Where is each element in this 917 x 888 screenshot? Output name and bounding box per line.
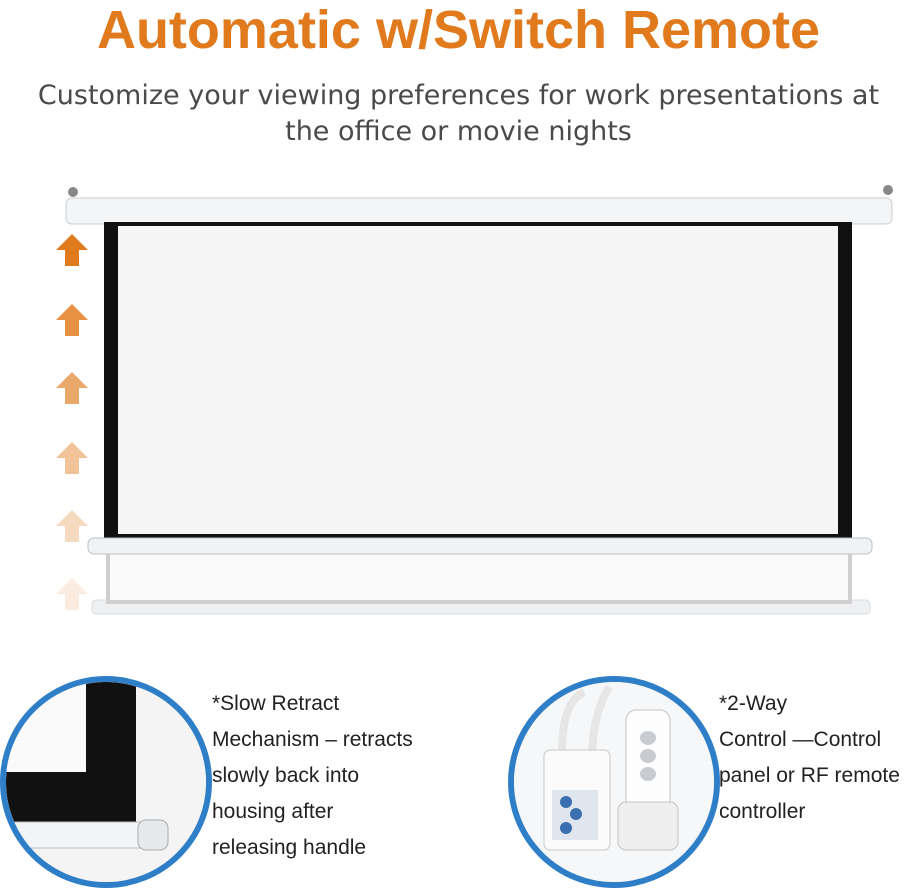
up-arrow-icon [56,442,88,474]
page-subtitle: Customize your viewing preferences for w… [37,80,880,147]
up-arrow-icon [56,510,88,542]
up-arrow-icon [56,234,88,266]
retract-feature-text: *Slow Retract Mechanism – retracts slowl… [212,686,452,866]
feature-line: *Slow Retract [212,692,340,715]
up-arrow-icon [56,304,88,336]
feature-line: Control —Control [719,728,882,751]
page-title: Automatic w/Switch Remote [96,0,821,60]
remote-detail-image [508,676,720,888]
screen-surface [118,226,838,534]
remote-feature-text: *2-Way Control —Control panel or RF remo… [719,686,915,830]
retract-detail-image [0,676,212,888]
up-arrow-icon [56,372,88,404]
right-hook [883,185,893,195]
up-arrow-icon [56,578,88,610]
remote-closeup [514,682,714,882]
screen-corner-closeup [6,682,206,882]
feature-line: slowly back into [212,764,360,787]
feature-line: Mechanism – retracts [212,728,413,751]
left-hook [68,187,78,197]
screen-housing-top [65,197,893,225]
retract-arrows [56,234,88,610]
projector-screen-illustration [65,185,893,615]
rf-remote-icon [617,709,679,851]
feature-line: controller [719,800,806,823]
feature-line: releasing handle [212,836,367,859]
feature-line: panel or RF remote [719,764,900,787]
feature-line: housing after [212,800,334,823]
feature-line: *2-Way [719,692,788,715]
screen-bottom-bar [87,537,873,555]
control-panel-icon [543,749,611,851]
